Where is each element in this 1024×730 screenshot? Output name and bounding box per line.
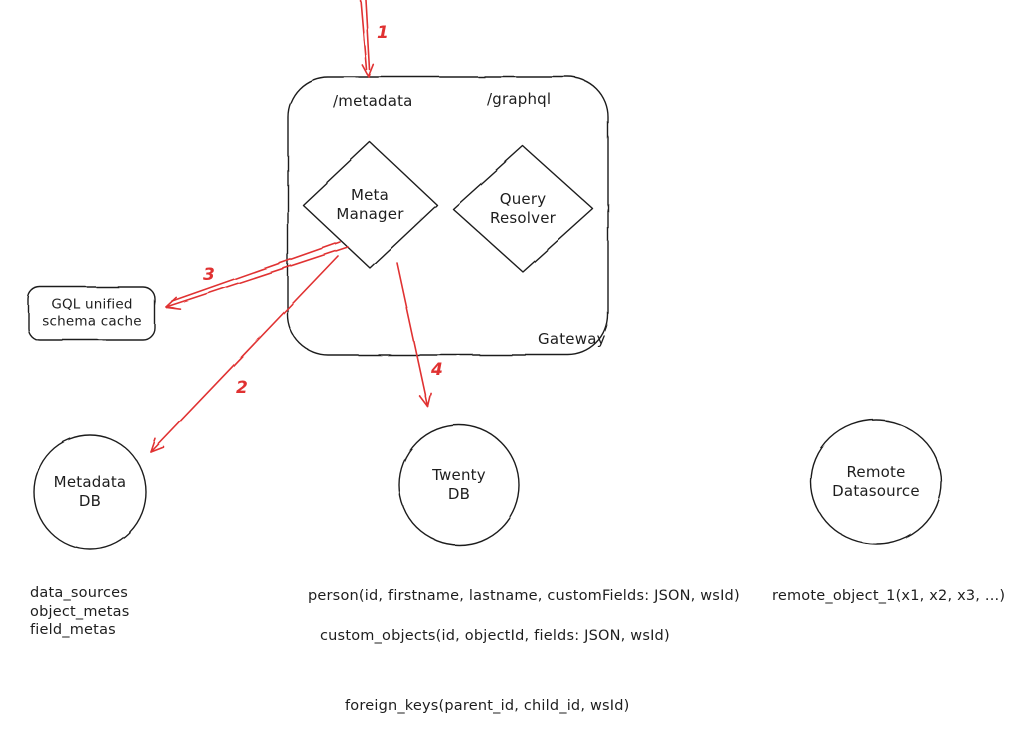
arrow-1-head <box>362 64 375 78</box>
metadata-db-circle <box>33 434 147 550</box>
step-3-label: 3 <box>203 265 216 285</box>
meta-manager-diamond <box>302 141 438 269</box>
person-table-text: person(id, firstname, lastname, customFi… <box>308 588 740 604</box>
metadata-db-label: Metadata DB <box>53 472 127 510</box>
arrow-4-line <box>396 262 429 408</box>
arrow-1-line <box>360 0 368 71</box>
route-graphql-label: /graphql <box>487 90 552 108</box>
schema-cache-label: GQL unified schema cache <box>42 296 142 330</box>
gateway-box <box>287 76 609 356</box>
flow-arrows <box>150 0 432 453</box>
metadata-db-tables-text: data_sources object_metas field_metas <box>30 585 130 639</box>
remote-datasource-label: Remote Datasource <box>832 462 920 500</box>
arrow-2-head <box>150 438 165 453</box>
arrow-3-line-echo <box>171 241 341 302</box>
custom-objects-table-text: custom_objects(id, objectId, fields: JSO… <box>320 628 670 644</box>
schema-cache-box <box>27 286 156 341</box>
node-shapes <box>27 76 942 550</box>
remote-datasource-circle <box>810 419 942 545</box>
step-4-label: 4 <box>431 360 444 380</box>
twenty-db-circle <box>398 424 520 546</box>
meta-manager-label: Meta Manager <box>336 185 404 223</box>
arrow-2-line <box>150 255 339 453</box>
arrow-3-line <box>165 246 349 308</box>
step-1-label: 1 <box>377 23 390 43</box>
query-resolver-diamond <box>452 145 594 273</box>
twenty-db-label: Twenty DB <box>432 465 486 503</box>
query-resolver-label: Query Resolver <box>489 189 557 227</box>
gateway-label: Gateway <box>538 330 606 348</box>
route-metadata-label: /metadata <box>333 92 413 110</box>
arrow-4-head <box>418 392 432 408</box>
foreign-keys-table-text: foreign_keys(parent_id, child_id, wsId) <box>345 698 630 714</box>
arrow-3-head <box>165 296 181 310</box>
step-2-label: 2 <box>236 378 249 398</box>
arrow-1-line-echo <box>365 0 371 71</box>
remote-object-table-text: remote_object_1(x1, x2, x3, ...) <box>772 588 1006 604</box>
